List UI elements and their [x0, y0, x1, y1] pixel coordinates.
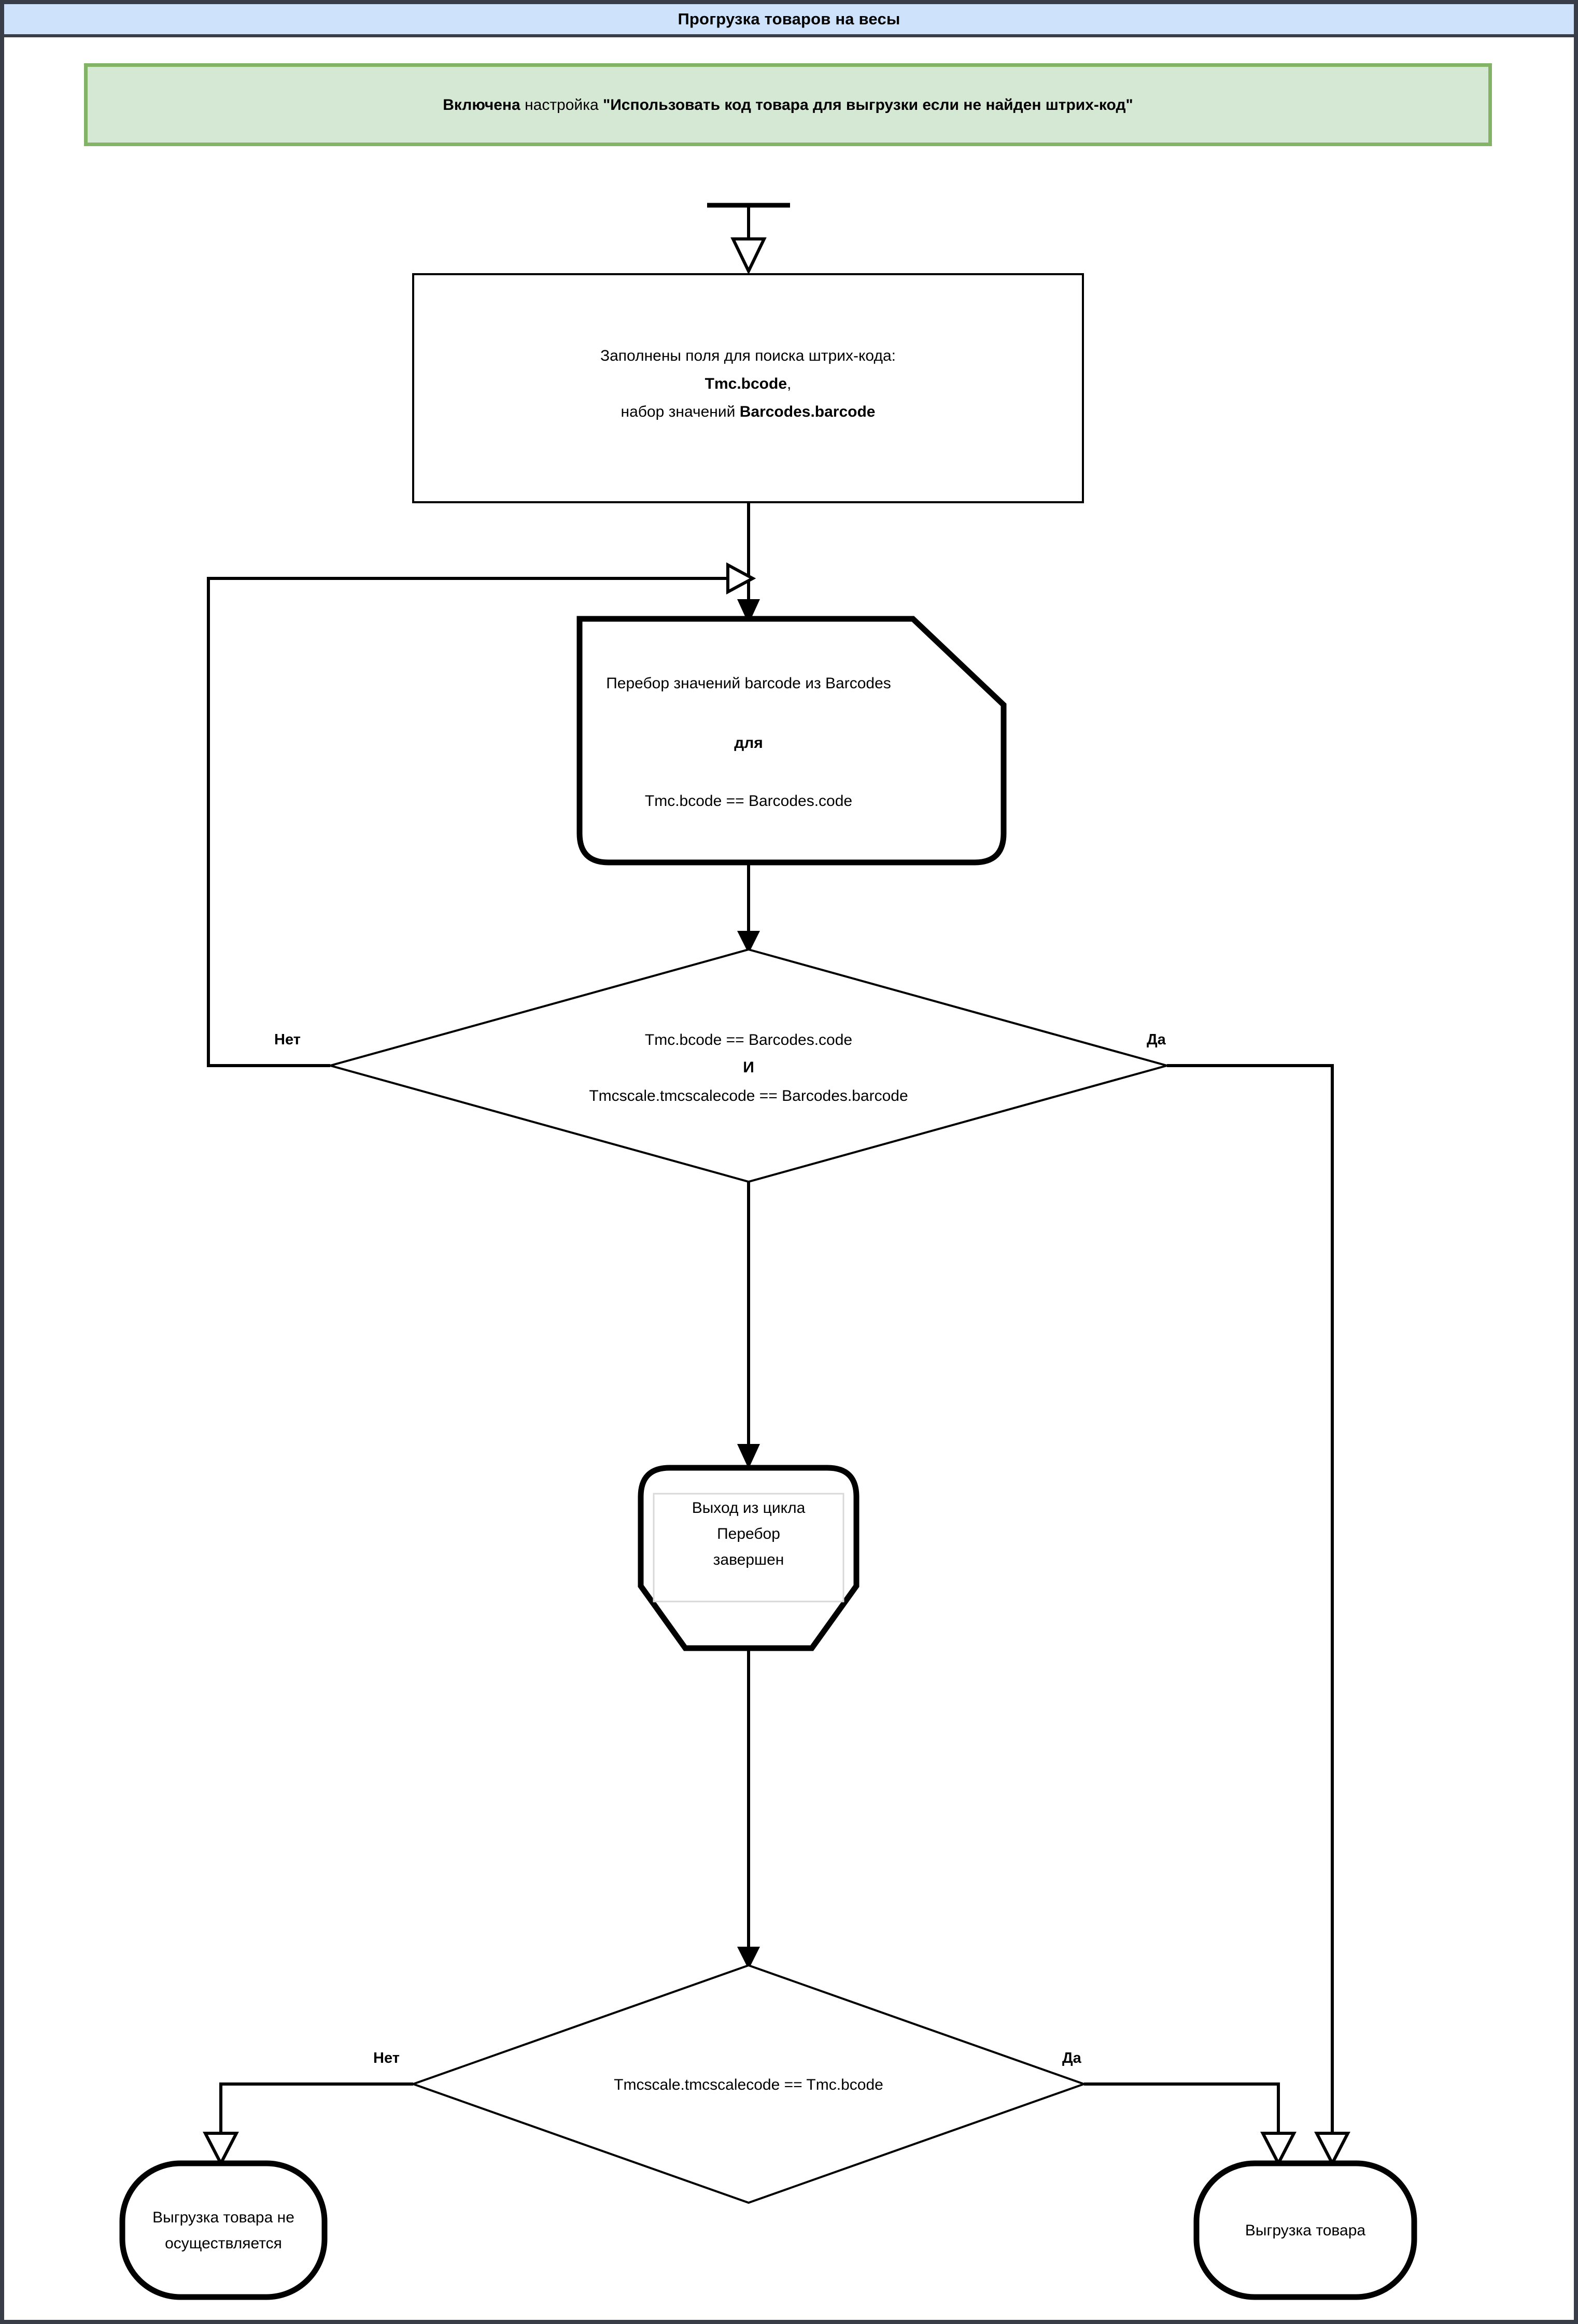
node-decision-1[interactable]: Tmc.bcode == Barcodes.code И Tmcscale.tm… [274, 948, 1171, 1183]
loop-start-line-3: Tmc.bcode == Barcodes.code [645, 792, 852, 810]
window-title-bar: Прогрузка товаров на весы [4, 4, 1574, 37]
connector-decision2-no [203, 2082, 413, 2167]
connector-loop-to-decision1 [737, 862, 760, 954]
decision1-label-yes: Да [1147, 1031, 1166, 1048]
connector-decision1-no-loopback [207, 562, 756, 1067]
connector-loopend-to-decision2 [737, 1648, 760, 1969]
node-process-fill-fields[interactable]: Заполнены поля для поиска штрих-кода: Tm… [412, 273, 1084, 503]
svg-text:набор значений Barcodes.barcod: набор значений Barcodes.barcode [621, 403, 876, 420]
page-title: Прогрузка товаров на весы [678, 10, 900, 28]
note-quoted: "Использовать код товара для выгрузки ес… [603, 96, 1133, 114]
loop-end-line-2: Перебор [717, 1525, 780, 1542]
decision1-line-1: Tmc.bcode == Barcodes.code [645, 1031, 852, 1048]
decision1-line-2: И [743, 1059, 754, 1076]
settings-note-text: Включена настройка "Использовать код тов… [427, 95, 1149, 115]
decision1-label-no: Нет [274, 1031, 301, 1048]
loop-start-line-2: для [734, 734, 763, 752]
decision2-line-1: Tmcscale.tmcscalecode == Tmc.bcode [614, 2076, 883, 2093]
node-terminal-upload[interactable]: Выгрузка товара [1193, 2160, 1417, 2300]
process-line-2-bold: Tmc.bcode [705, 375, 787, 392]
node-loop-start[interactable]: Перебор значений barcode из Barcodes для… [576, 616, 1007, 866]
connector-process-to-loop [737, 502, 760, 624]
decision2-label-no: Нет [373, 2050, 400, 2066]
settings-note-box: Включена настройка "Использовать код тов… [84, 63, 1492, 146]
terminal-no-upload-line-1: Выгрузка товара не [152, 2209, 294, 2226]
connector-decision1-yes [1167, 1064, 1350, 2167]
start-marker [707, 203, 790, 275]
loop-start-line-1: Перебор значений barcode из Barcodes [606, 675, 891, 692]
node-terminal-no-upload[interactable]: Выгрузка товара не осуществляется [119, 2160, 328, 2300]
loop-end-line-3: завершен [713, 1551, 784, 1568]
terminal-no-upload-line-2: осуществляется [165, 2235, 282, 2252]
note-middle: настройка [520, 96, 603, 114]
terminal-upload-line-1: Выгрузка товара [1245, 2222, 1365, 2239]
note-prefix: Включена [443, 96, 520, 114]
node-decision-2[interactable]: Tmcscale.tmcscalecode == Tmc.bcode Нет Д… [373, 1964, 1087, 2204]
loop-end-line-1: Выход из цикла [692, 1499, 806, 1517]
decision1-line-3: Tmcscale.tmcscalecode == Barcodes.barcod… [589, 1087, 908, 1104]
process-line-1: Заполнены поля для поиска штрих-кода: [600, 347, 896, 364]
process-line-3-bold: Barcodes.barcode [740, 403, 876, 420]
flowchart-canvas: Заполнены поля для поиска штрих-кода: Tm… [119, 203, 1417, 2300]
connector-decision1-to-loopend [737, 1182, 760, 1469]
connector-decision2-yes [1084, 2082, 1297, 2167]
decision2-label-yes: Да [1062, 2050, 1082, 2066]
svg-text:Tmc.bcode,: Tmc.bcode, [705, 375, 792, 392]
node-loop-end[interactable]: Выход из цикла Перебор завершен [638, 1465, 860, 1651]
process-line-2-tail: , [787, 375, 791, 392]
process-line-3-prefix: набор значений [621, 403, 740, 420]
